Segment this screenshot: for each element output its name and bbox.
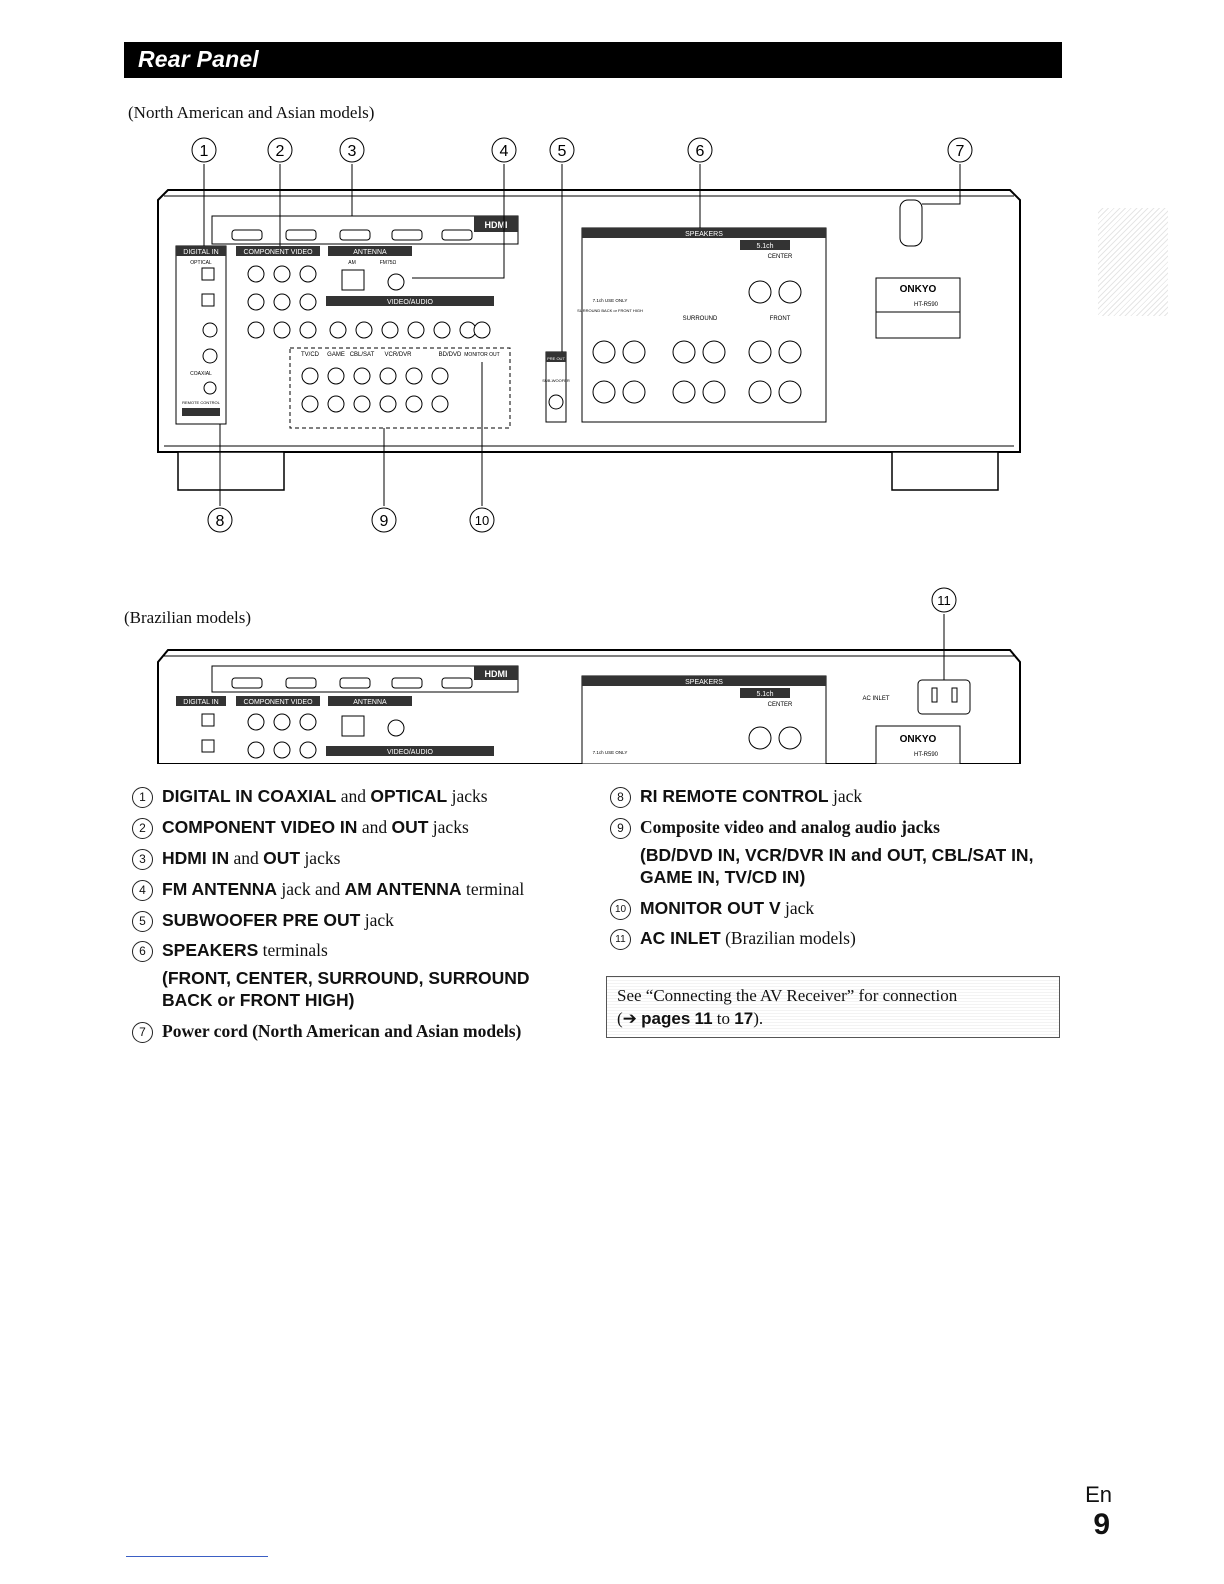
legend-item-4: 4 FM ANTENNA jack and AM ANTENNA termina… <box>132 879 582 901</box>
video-audio-label: VIDEO/AUDIO <box>387 299 433 306</box>
ac-inlet-label: AC INLET <box>862 696 889 702</box>
antenna-label: ANTENNA <box>353 249 387 256</box>
note-line-2: (➔ pages 11 to 17). <box>617 1008 764 1028</box>
legend-item-1: 1 DIGITAL IN COAXIAL and OPTICAL jacks <box>132 786 582 808</box>
section-header: Rear Panel <box>124 42 1062 78</box>
center-label: CENTER <box>768 254 793 260</box>
svg-text:7: 7 <box>956 143 965 160</box>
ch51-label: 5.1ch <box>756 243 773 250</box>
svg-text:2: 2 <box>276 143 285 160</box>
note-line-1: See “Connecting the AV Receiver” for con… <box>617 986 958 1005</box>
svg-text:9: 9 <box>380 513 389 530</box>
legend-item-2: 2 COMPONENT VIDEO IN and OUT jacks <box>132 817 582 839</box>
callout-5: 5 <box>549 137 575 163</box>
digital-in-label: DIGITAL IN <box>183 249 218 256</box>
cblsat-label: CBL/SAT <box>350 352 375 358</box>
game-label: GAME <box>327 352 345 358</box>
legend-item-10: 10 MONITOR OUT V jack <box>610 898 1060 920</box>
brand-label: ONKYO <box>900 284 937 295</box>
ch71-label: 7.1ch USE ONLY <box>593 298 628 303</box>
br-hdmi-label: HDMI <box>485 669 508 679</box>
callout-7: 7 <box>947 137 973 163</box>
caption-brazilian: (Brazilian models) <box>124 608 251 627</box>
caption-north-american: (North American and Asian models) <box>128 103 375 122</box>
legend-right: 8 RI REMOTE CONTROL jack 9 Composite vid… <box>610 786 1060 959</box>
callout-3: 3 <box>339 137 365 163</box>
svg-text:1: 1 <box>200 143 209 160</box>
front-label: FRONT <box>770 316 791 322</box>
br-digital-in-label: DIGITAL IN <box>183 699 218 706</box>
callout-4: 4 <box>491 137 517 163</box>
legend-item-7: 7 Power cord (North American and Asian m… <box>132 1021 582 1043</box>
br-ch51-label: 5.1ch <box>756 691 773 698</box>
callout-1: 1 <box>191 137 217 163</box>
hdmi-label: HDMI <box>485 220 508 230</box>
svg-text:4: 4 <box>500 143 509 160</box>
surround-label: SURROUND <box>683 316 718 322</box>
svg-text:11: 11 <box>937 593 951 608</box>
legend-item-9: 9 Composite video and analog audio jacks… <box>610 817 1060 889</box>
svg-text:8: 8 <box>216 513 225 530</box>
br-brand-label: ONKYO <box>900 734 937 745</box>
svg-text:6: 6 <box>696 143 705 160</box>
monitor-out-label: MONITOR OUT <box>464 352 499 358</box>
callout-10: 10 <box>469 507 495 533</box>
optical-label: OPTICAL <box>190 260 212 266</box>
pre-out-label: PRE OUT <box>547 356 565 361</box>
legend-item-11: 11 AC INLET (Brazilian models) <box>610 928 1060 951</box>
footer-rule <box>126 1556 268 1557</box>
component-video-label: COMPONENT VIDEO <box>243 249 313 256</box>
bddvd-label: BD/DVD <box>439 352 462 358</box>
callout-6: 6 <box>687 137 713 163</box>
svg-text:5: 5 <box>558 143 567 160</box>
page-language: En <box>1085 1482 1112 1507</box>
br-component-video-label: COMPONENT VIDEO <box>243 699 313 706</box>
br-model-label: HT-R590 <box>914 752 939 758</box>
legend-item-3: 3 HDMI IN and OUT jacks <box>132 848 582 870</box>
callout-9: 9 <box>371 507 397 533</box>
section-title: Rear Panel <box>138 46 259 72</box>
br-ch71-label: 7.1ch USE ONLY <box>593 750 628 755</box>
legend-item-5: 5 SUBWOOFER PRE OUT jack <box>132 910 582 932</box>
br-center-label: CENTER <box>768 702 793 708</box>
svg-text:3: 3 <box>348 143 357 160</box>
br-speakers-label: SPEAKERS <box>685 679 723 686</box>
rear-panel-diagram-na: HDMI DIGITAL IN OPTICAL COAXIAL REMOTE C… <box>157 137 1021 533</box>
surround-back-label: SURROUND BACK or FRONT HIGH <box>577 308 643 313</box>
br-antenna-label: ANTENNA <box>353 699 387 706</box>
br-video-audio-label: VIDEO/AUDIO <box>387 749 433 756</box>
legend-item-8: 8 RI REMOTE CONTROL jack <box>610 786 1060 808</box>
callout-8: 8 <box>207 507 233 533</box>
callout-11: 11 <box>931 587 957 613</box>
speakers-label: SPEAKERS <box>685 231 723 238</box>
svg-text:10: 10 <box>475 513 489 528</box>
rear-panel-diagram-br: HDMI DIGITAL IN COMPONENT VIDEO ANTENNA … <box>157 587 1021 764</box>
side-tab-marker <box>1098 208 1168 316</box>
vcrdvr-label: VCR/DVR <box>384 352 412 358</box>
tvcd-label: TV/CD <box>301 352 320 358</box>
subwoofer-label: SUB-WOOFER <box>542 378 570 383</box>
coaxial-label: COAXIAL <box>190 371 212 377</box>
page-number: 9 <box>1093 1508 1110 1541</box>
connection-note: See “Connecting the AV Receiver” for con… <box>606 976 1060 1038</box>
legend-left: 1 DIGITAL IN COAXIAL and OPTICAL jacks 2… <box>132 786 582 1052</box>
legend-item-6: 6 SPEAKERS terminals (FRONT, CENTER, SUR… <box>132 940 582 1012</box>
model-label: HT-R590 <box>914 302 939 308</box>
remote-control-label: REMOTE CONTROL <box>182 400 221 405</box>
am-label: AM <box>348 260 356 266</box>
callout-2: 2 <box>267 137 293 163</box>
fm-label: FM75Ω <box>380 260 397 266</box>
